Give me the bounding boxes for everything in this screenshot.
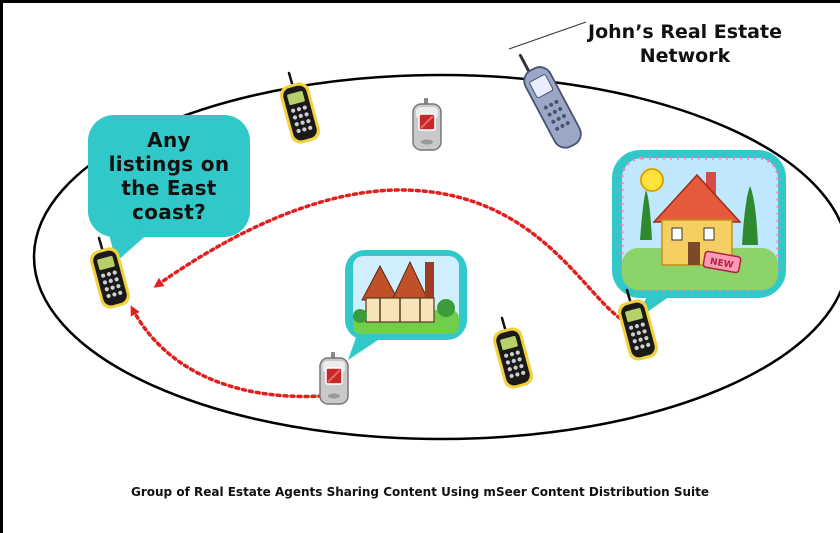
arrow-listing-to-requester	[153, 188, 628, 324]
new-sign-icon: NEW	[702, 250, 742, 274]
svg-text:NEW: NEW	[709, 257, 734, 271]
tudor-house-icon	[353, 256, 459, 334]
agent-flip-phone-icon-1	[412, 97, 442, 151]
question-line3: the East	[121, 176, 217, 200]
shared-content-bubble	[345, 250, 467, 360]
title-leader-line	[508, 21, 587, 50]
question-text: Any listings on the East coast?	[96, 128, 242, 224]
network-boundary	[32, 73, 840, 441]
network-title: John’s Real Estate Network	[580, 20, 790, 68]
network-title-line1: John’s Real Estate	[588, 21, 782, 43]
question-line4: coast?	[132, 200, 206, 224]
agent-phone-icon-2	[489, 316, 537, 393]
network-title-line2: Network	[639, 45, 731, 67]
frame-left-border	[0, 0, 3, 533]
silver-cell-phone-icon	[518, 53, 582, 149]
house-icon: NEW	[622, 168, 778, 290]
arrow-shared-to-requester	[130, 305, 324, 399]
sharing-flip-phone-icon	[319, 351, 349, 405]
listing-speech-bubble: NEW	[612, 150, 786, 320]
question-line1: Any	[147, 128, 191, 152]
question-line2: listings on	[108, 152, 230, 176]
diagram-caption: Group of Real Estate Agents Sharing Cont…	[131, 485, 709, 499]
frame-top-border	[0, 0, 840, 3]
